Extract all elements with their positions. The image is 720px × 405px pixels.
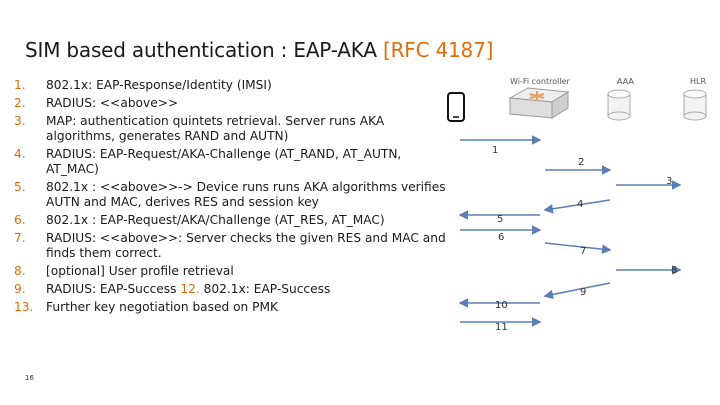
step-item: 5.802.1x : <<above>>-> Device runs runs … xyxy=(14,180,446,209)
database-icon xyxy=(607,89,631,121)
step-item: 4.RADIUS: EAP-Request/AKA-Challenge (AT_… xyxy=(14,147,402,176)
arrow-label: 7 xyxy=(580,246,586,257)
step-item: 8.[optional] User profile retrieval xyxy=(14,264,234,278)
node-label-wifi-controller: Wi-Fi controller xyxy=(510,77,571,86)
node-label-hlr: HLR xyxy=(690,77,706,86)
step-item: 1.802.1x: EAP-Response/Identity (IMSI) xyxy=(14,78,272,92)
step-item: 3.MAP: authentication quintets retrieval… xyxy=(14,114,385,143)
flow-arrow xyxy=(544,242,612,254)
step-item: 9.RADIUS: EAP-Success 12. 802.1x: EAP-Su… xyxy=(14,282,331,296)
step-item: 13.Further key negotiation based on PMK xyxy=(14,300,279,314)
arrow-label: 6 xyxy=(498,232,504,243)
page-number: 16 xyxy=(25,374,34,382)
node-label-aaa: AAA xyxy=(617,77,634,86)
database-icon xyxy=(683,89,707,121)
router-icon xyxy=(508,87,570,119)
flow-arrow xyxy=(543,199,611,214)
flow-arrow xyxy=(543,282,611,300)
arrow-label: 9 xyxy=(580,287,586,298)
slide-title: SIM based authentication : EAP-AKA [RFC … xyxy=(25,38,493,62)
step-item: 7.RADIUS: <<above>>: Server checks the g… xyxy=(14,231,446,260)
arrow-label: 1 xyxy=(492,145,498,156)
arrow-label: 8 xyxy=(671,265,677,276)
phone-icon xyxy=(447,92,465,122)
step-item: 6.802.1x : EAP-Request/AKA/Challenge (AT… xyxy=(14,213,385,227)
rfc-reference: [RFC 4187] xyxy=(382,38,494,62)
arrow-label: 2 xyxy=(578,157,584,168)
step-item: 2.RADIUS: <<above>> xyxy=(14,96,179,110)
arrow-label: 5 xyxy=(497,214,503,225)
arrow-label: 4 xyxy=(577,199,583,210)
arrow-label: 11 xyxy=(495,322,508,333)
slide-title-text: SIM based authentication : EAP-AKA xyxy=(25,38,383,62)
message-flow-diagram: Wi-Fi controller AAA HLR 1 2 3 xyxy=(447,77,707,333)
arrow-label: 10 xyxy=(495,300,508,311)
arrow-label: 3 xyxy=(666,176,672,187)
step-list: 1.802.1x: EAP-Response/Identity (IMSI) 2… xyxy=(14,78,454,318)
